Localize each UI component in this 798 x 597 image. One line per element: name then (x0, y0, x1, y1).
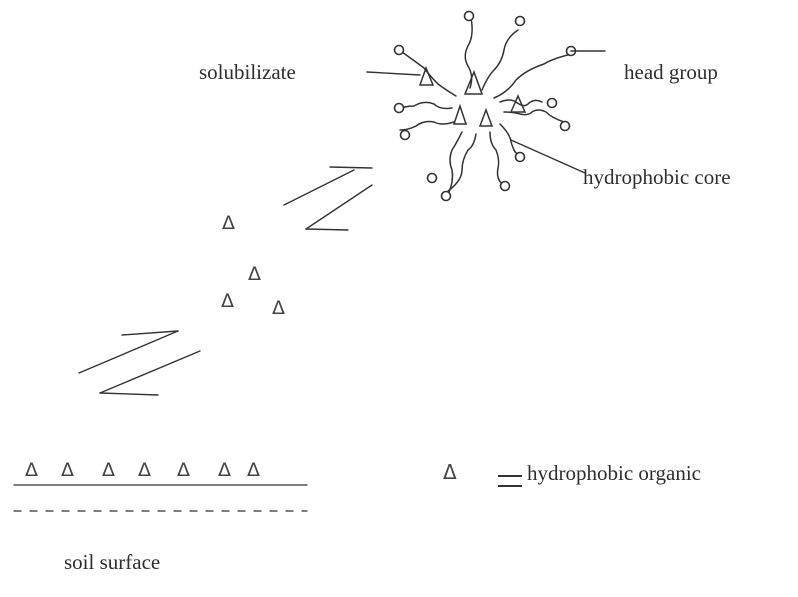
head-group-circle (516, 153, 525, 162)
head-group-circle (516, 17, 525, 26)
head-group-circle (561, 122, 570, 131)
lower-z-mark (79, 331, 200, 395)
head-group-circle (395, 104, 404, 113)
surfactant-tail (444, 134, 476, 194)
adsorbed-organic-triangle: Δ (138, 461, 151, 480)
head-group-circle (442, 192, 451, 201)
adsorbed-organic-triangle: Δ (25, 461, 38, 480)
solubilizate-label: solubilizate (199, 62, 296, 83)
core-organic-triangle (454, 106, 466, 124)
head-group-circle (401, 131, 410, 140)
surfactant-tail (400, 122, 454, 131)
free-organic-triangle: Δ (221, 292, 234, 311)
free-organic-triangle: Δ (222, 214, 235, 233)
head-group-circle (465, 12, 474, 21)
head-group-circle (548, 99, 557, 108)
surfactant-tail (482, 30, 518, 90)
soil-surface-label: soil surface (64, 552, 160, 573)
micelle (395, 12, 576, 201)
hydrophobic-core-label: hydrophobic core (583, 167, 731, 188)
free-organic-triangle: Δ (248, 265, 261, 284)
free-organic-triangle: Δ (272, 299, 285, 318)
legend-equals-sign (498, 475, 522, 487)
upper-z-mark (284, 167, 372, 230)
adsorbed-organic-triangle: Δ (102, 461, 115, 480)
adsorbed-organic-triangle: Δ (218, 461, 231, 480)
head-group-circle (395, 46, 404, 55)
surfactant-tail (398, 102, 452, 110)
legend-symbol: Δ (443, 462, 457, 482)
surfactant-tail (490, 132, 502, 184)
head-group-circle (428, 174, 437, 183)
legend-text: hydrophobic organic (527, 463, 701, 484)
core-organic-triangle (480, 110, 492, 126)
surfactant-tail (494, 54, 572, 98)
adsorbed-organic-triangle: Δ (247, 461, 260, 480)
adsorbed-organic-triangle: Δ (177, 461, 190, 480)
head-group-label: head group (624, 62, 718, 83)
adsorbed-organic-triangle: Δ (61, 461, 74, 480)
core-organic-triangle (465, 72, 482, 94)
head-group-circle (501, 182, 510, 191)
solubilizate-leader (367, 72, 420, 75)
